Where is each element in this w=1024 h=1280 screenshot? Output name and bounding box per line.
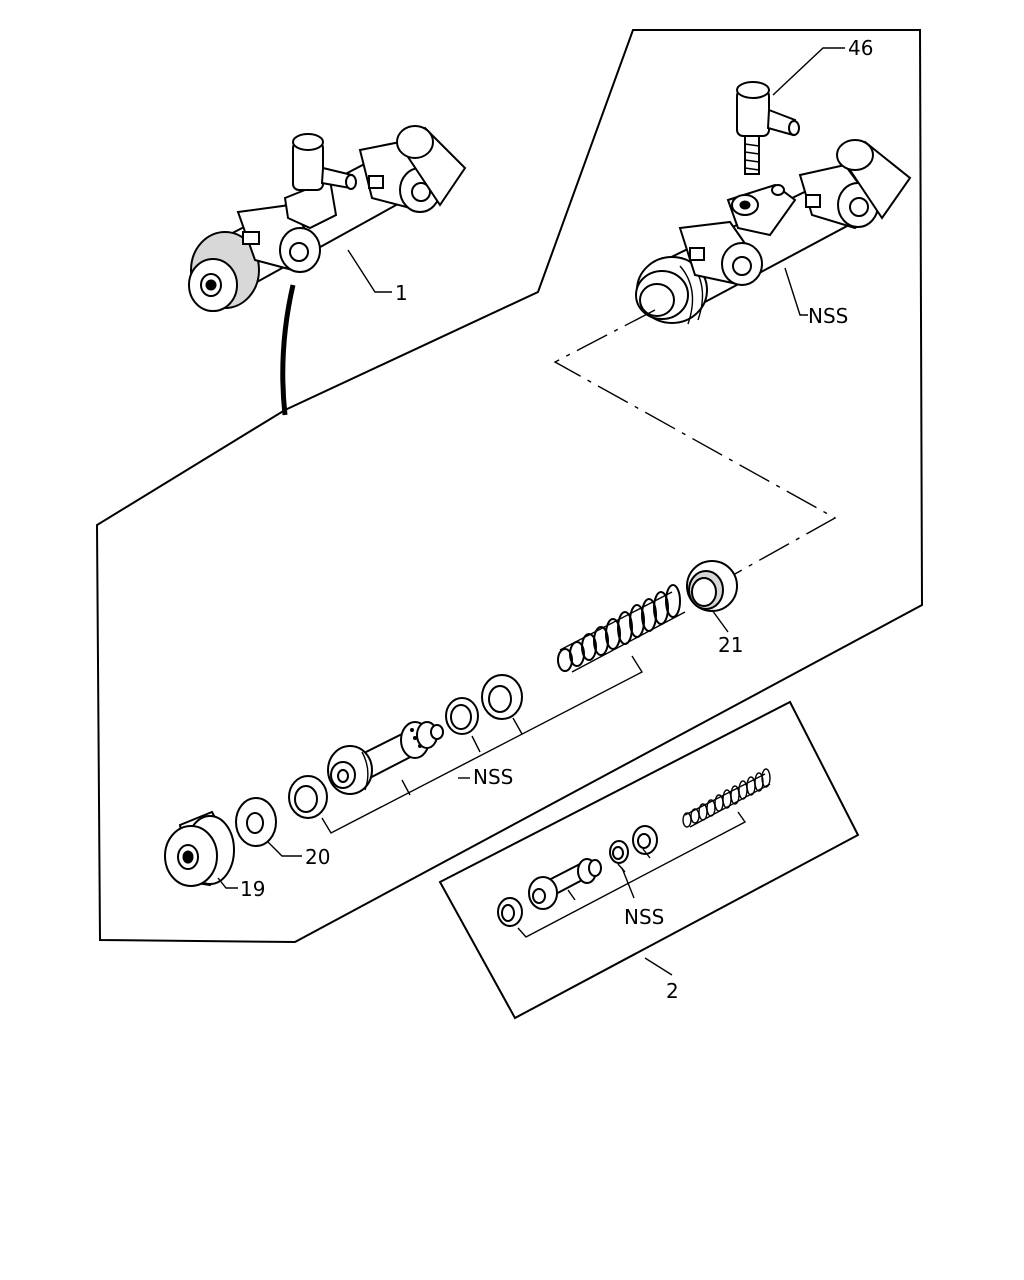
leader-1: [347, 249, 392, 293]
nss-middle-bracket: [321, 655, 643, 834]
callout-46[interactable]: 46: [848, 36, 873, 60]
main-assembly-outline: [95, 29, 924, 944]
pushrod-line: [280, 284, 296, 416]
callout-nss-middle[interactable]: NSS: [473, 765, 513, 789]
o-ring-icon: [445, 697, 479, 735]
callout-20[interactable]: 20: [305, 845, 330, 869]
leader-46: [772, 47, 845, 96]
nss-kit-bracket: [517, 811, 747, 938]
callout-2[interactable]: 2: [666, 979, 679, 1003]
leader-nss-kit: [621, 867, 635, 899]
callout-21[interactable]: 21: [718, 633, 743, 657]
kit-seal-ring-icon: [632, 825, 658, 855]
washer-20-icon[interactable]: [235, 797, 277, 847]
kit-front-seal-icon: [497, 897, 523, 927]
return-spring-icon: [557, 584, 686, 673]
leader-20: [267, 841, 302, 857]
seal-cup-21-icon[interactable]: [686, 560, 738, 612]
cylinder-body-nss-icon[interactable]: [635, 139, 912, 325]
centerline: [553, 309, 837, 576]
kit-piston-icon: [528, 858, 602, 910]
leader-2: [644, 957, 673, 976]
callout-nss-kit[interactable]: NSS: [624, 905, 664, 929]
leader-nss-upper: [784, 267, 808, 316]
callout-19[interactable]: 19: [240, 877, 265, 901]
banjo-fitting-46-icon[interactable]: [736, 81, 800, 175]
leader-21: [711, 609, 729, 633]
kit-spring-icon: [682, 768, 771, 828]
master-cylinder-assembly-icon[interactable]: [188, 125, 467, 312]
kit-box-outline: [438, 700, 860, 1020]
leader-19: [217, 877, 238, 889]
kit-o-ring-icon: [609, 840, 629, 864]
front-seal-ring-icon: [288, 775, 328, 819]
end-cap-19-icon[interactable]: [164, 810, 235, 887]
piston-icon: [327, 721, 444, 795]
seal-ring-icon: [481, 674, 523, 720]
callout-1[interactable]: 1: [395, 281, 408, 305]
callout-nss-upper[interactable]: NSS: [808, 304, 848, 328]
